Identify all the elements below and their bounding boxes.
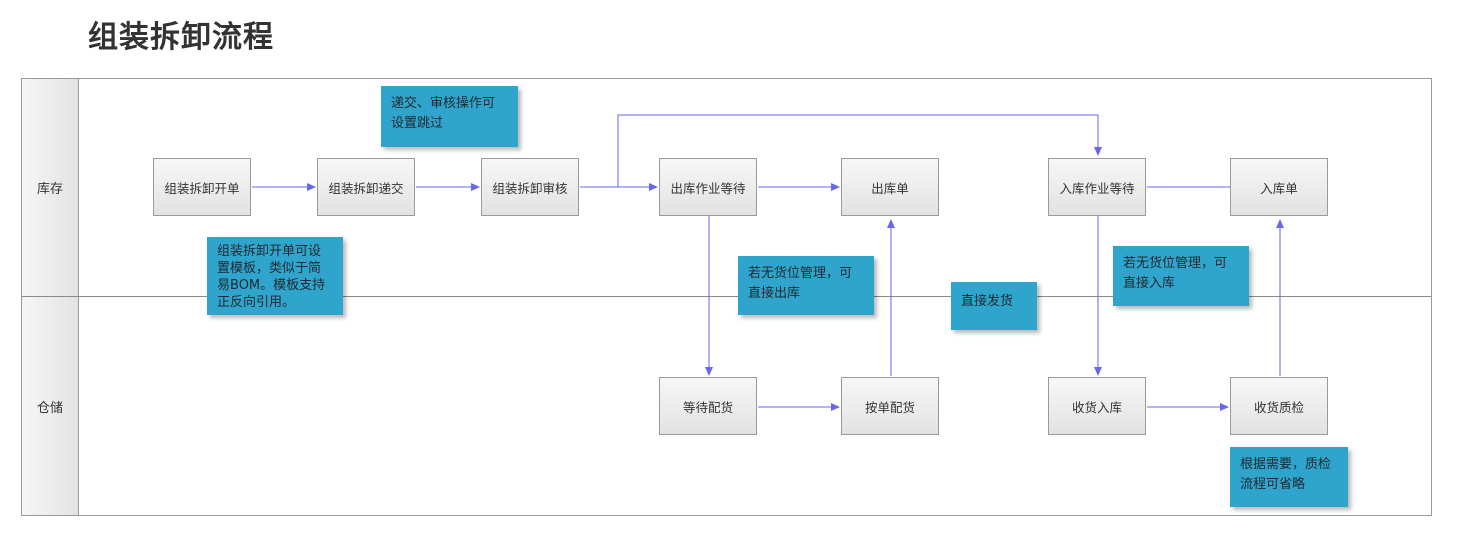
node-outbound-wait[interactable]: 出库作业等待: [659, 158, 757, 216]
connector-review-to-inbound-wait: [617, 114, 1102, 187]
node-inbound-order[interactable]: 入库单: [1230, 158, 1328, 216]
node-inbound-wait[interactable]: 入库作业等待: [1048, 158, 1146, 216]
node-assembly-open[interactable]: 组装拆卸开单: [153, 158, 251, 216]
lane-label-warehouse: 仓储: [22, 297, 79, 515]
note-template: 组装拆卸开单可设 置模板，类似于简 易BOM。模板支持 正反向引用。: [207, 237, 343, 315]
page-title: 组装拆卸流程: [88, 20, 274, 55]
note-direct-outbound: 若无货位管理，可 直接出库: [738, 256, 874, 315]
node-receive-qc[interactable]: 收货质检: [1230, 377, 1328, 435]
node-receive-putaway[interactable]: 收货入库: [1048, 377, 1146, 435]
node-assembly-review[interactable]: 组装拆卸审核: [481, 158, 579, 216]
lane-label-inventory: 库存: [22, 79, 79, 296]
note-skip-submit-review: 递交、审核操作可 设置跳过: [381, 86, 518, 147]
node-assembly-submit[interactable]: 组装拆卸递交: [317, 158, 415, 216]
note-qc-optional: 根据需要，质检 流程可省略: [1230, 447, 1348, 507]
node-wait-picking[interactable]: 等待配货: [659, 377, 757, 435]
note-direct-ship: 直接发货: [951, 282, 1037, 330]
lane-divider: [22, 296, 1431, 297]
node-pick-by-order[interactable]: 按单配货: [841, 377, 939, 435]
node-outbound-order[interactable]: 出库单: [841, 158, 939, 216]
connector-inbound-wait-to-inbound-order: [1147, 186, 1238, 201]
swimlane-frame: [21, 78, 1432, 516]
note-direct-inbound: 若无货位管理，可 直接入库: [1113, 246, 1249, 306]
